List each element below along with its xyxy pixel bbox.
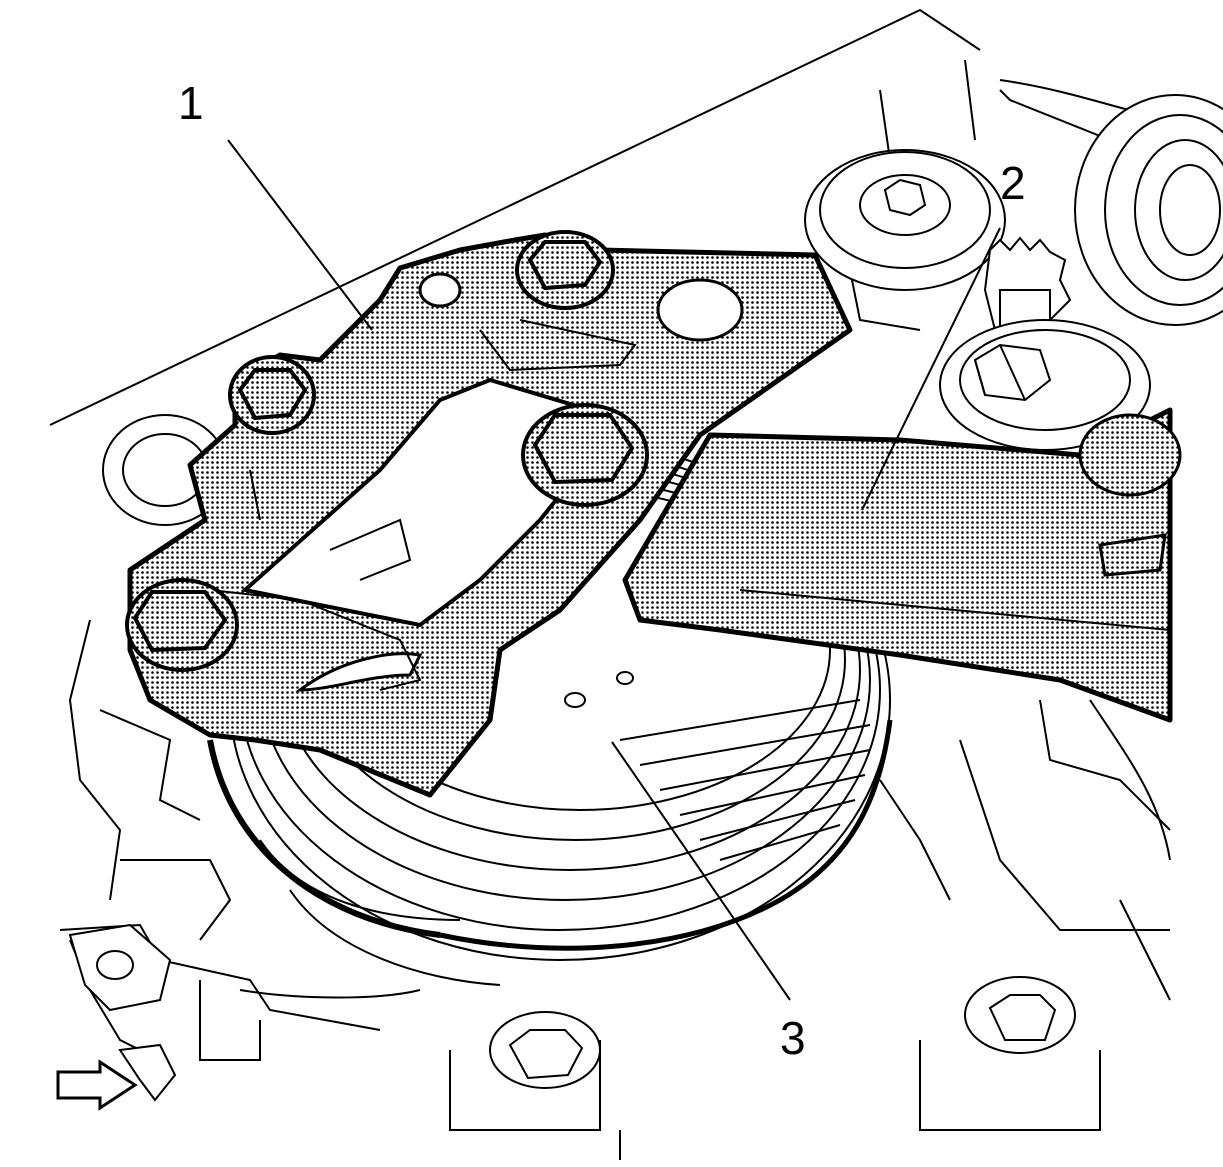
bar-end-bolt	[1078, 413, 1182, 577]
leader-line-1	[227, 139, 373, 331]
lower-bolt-right	[964, 976, 1076, 1054]
leader-line-2	[861, 227, 1001, 511]
bracket-lower-left	[68, 923, 177, 1102]
tool-bolt-left	[228, 355, 316, 435]
callout-3: 3	[780, 1012, 806, 1064]
callout-2: 2	[1000, 157, 1026, 209]
tool-inner-lines	[209, 319, 637, 691]
counterhold-bar	[622, 407, 1173, 723]
leader-lines	[227, 139, 1001, 1001]
front-direction-arrow-icon	[56, 1059, 138, 1111]
left-boss	[102, 414, 228, 526]
idler-pulley-upper	[804, 149, 1006, 291]
belt-pulley-right	[1074, 94, 1223, 326]
balancer-grooves	[619, 699, 871, 861]
tool-bolt-top	[515, 230, 615, 310]
bar-edge-line	[739, 589, 1171, 631]
tool-bolt-center	[521, 403, 649, 507]
idler-pulley-lower	[939, 319, 1151, 451]
lower-bolt-left	[489, 1011, 601, 1089]
callout-1: 1	[178, 77, 204, 129]
tool-slot	[295, 272, 744, 692]
leader-line-3	[611, 741, 791, 1001]
tool-bolt-lower	[125, 578, 239, 672]
